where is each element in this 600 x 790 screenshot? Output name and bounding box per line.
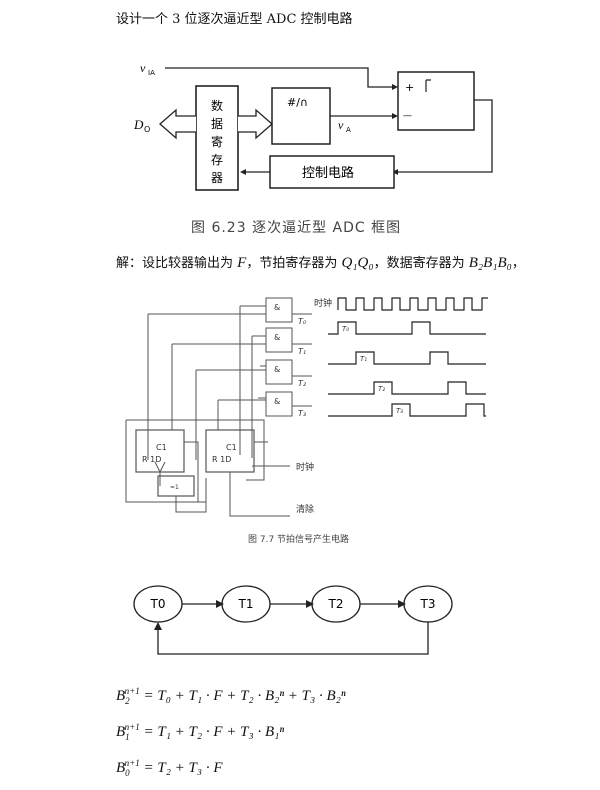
- t-label-0: T₀: [298, 317, 307, 326]
- timing-circuit: & & & & C1 R 1D C1 R 1D =1 时钟 时钟 清除 T₀ T…: [125, 297, 488, 545]
- dac-out-label: v: [338, 118, 344, 132]
- register-label-4: 器: [211, 171, 223, 185]
- wave-label-1: T₁: [360, 355, 367, 363]
- eq1-sub: 1: [125, 732, 130, 742]
- output-bus-arrow: [159, 108, 196, 140]
- ff0-c1: C1: [156, 443, 167, 452]
- ff0-rd: R 1D: [142, 455, 161, 464]
- equation-b1: B1n+1 = T₁ + T₂ · F + T₃ · B₁ⁿ: [116, 722, 284, 742]
- edge-t3-t0: [157, 622, 429, 655]
- eq1-rhs: = T₁ + T₂ · F + T₃ · B₁ⁿ: [143, 724, 285, 740]
- solution-prefix: 解：设比较器输出为: [116, 256, 238, 271]
- input-sub: IA: [148, 69, 155, 77]
- comparator-box: [397, 71, 475, 131]
- t1-waveform: [328, 351, 486, 365]
- register-label-3: 存: [211, 153, 223, 167]
- input-wire: [165, 67, 396, 88]
- eq2-lhs: B: [116, 760, 126, 776]
- xor-label: =1: [170, 484, 179, 491]
- and-gate-2: [265, 359, 293, 385]
- figure1-caption: 图 6.23 逐次逼近型 ADC 框图: [191, 220, 401, 236]
- eq1-sup: n+1: [124, 722, 140, 732]
- and-label-2: &: [274, 365, 280, 374]
- and-label-3: &: [274, 397, 280, 406]
- state-label-t3: T3: [420, 597, 436, 611]
- eq1-lhs: B: [116, 724, 126, 740]
- wave-label-3: T₃: [396, 407, 403, 415]
- t3-waveform: [328, 403, 486, 417]
- page-title: 设计一个 3 位逐次逼近型 ADC 控制电路: [116, 12, 353, 27]
- dac-bus-arrow: [238, 108, 273, 140]
- output-sub: O: [144, 125, 150, 134]
- and-gate-0: [265, 297, 293, 323]
- figure2-caption: 图 7.7 节拍信号产生电路: [248, 533, 349, 545]
- t-label-2: T₂: [298, 379, 307, 388]
- t2-waveform: [328, 381, 486, 395]
- state-label-t0: T0: [150, 597, 166, 611]
- output-label: D: [133, 117, 144, 132]
- solution-mid1: ，节拍寄存器为: [246, 256, 342, 271]
- t-label-3: T₃: [298, 409, 306, 418]
- dac-label: #/∩: [287, 96, 308, 109]
- equation-b0: B0n+1 = T₂ + T₃ · F: [116, 758, 223, 778]
- and-label-0: &: [274, 303, 280, 312]
- register-label-0: 数: [211, 98, 223, 113]
- input-label: v: [140, 61, 146, 75]
- register-label-2: 寄: [211, 134, 223, 149]
- eq2-sup: n+1: [124, 758, 140, 768]
- register-label-1: 据: [211, 117, 223, 131]
- state-diagram: T0 T1 T2 T3: [133, 585, 453, 655]
- and-gate-3: [265, 391, 293, 417]
- wave-label-2: T₂: [378, 385, 385, 393]
- t0-waveform: [328, 321, 486, 335]
- and-gate-1: [265, 327, 293, 353]
- eq0-sub: 2: [125, 696, 130, 706]
- eq2-sub: 0: [125, 768, 130, 778]
- dac-out-sub: A: [346, 126, 351, 134]
- eq0-sup: n+1: [124, 686, 140, 696]
- state-label-t1: T1: [238, 597, 254, 611]
- solution-mid2: ，数据寄存器为: [373, 256, 469, 271]
- equation-b2: B2n+1 = T₀ + T₁ · F + T₂ · B₂ⁿ + T₃ · B₂…: [116, 686, 346, 706]
- ff1-c1: C1: [226, 443, 237, 452]
- wave-label-0: T₀: [342, 325, 349, 333]
- comparator-out-wire: [394, 99, 493, 173]
- clock-waveform: [337, 297, 488, 311]
- clock-label-top: 时钟: [314, 297, 332, 309]
- comparator-plus: +: [405, 81, 414, 94]
- comparator-symbol: [425, 79, 431, 92]
- eq2-rhs: = T₂ + T₃ · F: [143, 760, 223, 776]
- comparator-minus: —: [403, 111, 412, 121]
- t-label-1: T₁: [298, 347, 306, 356]
- data-register-box: [195, 85, 239, 191]
- state-label-t2: T2: [328, 597, 344, 611]
- eq0-rhs: = T₀ + T₁ · F + T₂ · B₂ⁿ + T₃ · B₂ⁿ: [143, 688, 346, 704]
- control-label: 控制电路: [302, 165, 354, 181]
- solution-suffix: ，: [511, 256, 525, 271]
- solution-text: 解：设比较器输出为 F，节拍寄存器为 Q₁Q₀，数据寄存器为 B₂B₁B₀，: [116, 252, 525, 272]
- and-label-1: &: [274, 333, 280, 342]
- solution-b: B₂B₁B₀: [468, 255, 512, 271]
- solution-F: F: [237, 255, 247, 271]
- eq0-lhs: B: [116, 688, 126, 704]
- clock-label: 时钟: [296, 461, 314, 473]
- clear-label: 清除: [296, 503, 314, 515]
- ff1-rd: R 1D: [212, 455, 231, 464]
- dac-box: [271, 87, 331, 145]
- adc-block-diagram: v IA + — 数 据 寄 存 器 D O #/∩ v A 控制电路 图 6.…: [133, 61, 493, 236]
- solution-q: Q₁Q₀: [341, 255, 374, 271]
